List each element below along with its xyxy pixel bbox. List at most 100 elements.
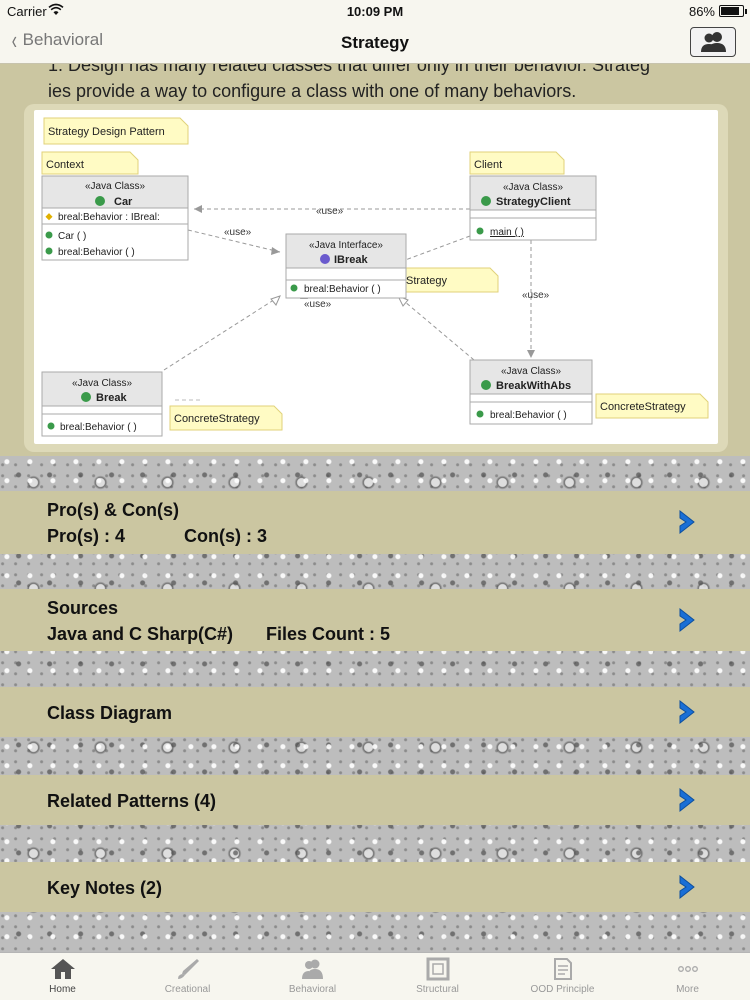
class-box-strategy-client: «Java Class» StrategyClient main ( ) <box>469 175 597 241</box>
tab-label: Creational <box>164 984 211 995</box>
tab-label: More <box>676 984 699 995</box>
chevron-right-icon <box>679 787 695 813</box>
svg-text:breal:Behavior ( ): breal:Behavior ( ) <box>58 247 135 258</box>
back-button[interactable]: ‹ Behavioral <box>10 27 103 53</box>
description-line: ies provide a way to configure a class w… <box>48 81 577 101</box>
svg-text:Car ( ): Car ( ) <box>58 231 86 242</box>
pros-count: Pro(s) : 4 <box>47 526 126 546</box>
interface-icon <box>320 254 330 264</box>
chevron-right-icon <box>679 509 695 535</box>
user-profile-button[interactable] <box>690 27 736 57</box>
method-icon <box>290 284 298 292</box>
tab-ood-principle[interactable]: OOD Principle <box>500 953 625 1000</box>
page-title: Strategy <box>340 33 410 52</box>
svg-text:«Java Class»: «Java Class» <box>72 378 132 389</box>
source-languages: Java and C Sharp(C#) <box>47 624 234 644</box>
class-diagram-image[interactable]: «use» «use» «use» «use» Strategy Design … <box>34 110 718 444</box>
svg-text:«Java Class»: «Java Class» <box>503 182 563 193</box>
tab-more[interactable]: More <box>625 953 750 1000</box>
tab-behavioral[interactable]: Behavioral <box>250 953 375 1000</box>
class-box-ibreak: «Java Interface» IBreak breal:Behavior (… <box>285 233 407 299</box>
svg-text:StrategyClient: StrategyClient <box>496 196 571 208</box>
svg-text:«Java Class»: «Java Class» <box>85 181 145 192</box>
use-label: «use» <box>224 227 252 238</box>
diagram-frame: «use» «use» «use» «use» Strategy Design … <box>24 104 728 452</box>
description-panel: 1. Design has many related classes that … <box>0 55 750 456</box>
svg-text:Break: Break <box>96 392 127 404</box>
house-icon <box>50 959 75 979</box>
more-dots-icon <box>677 966 698 972</box>
uml-diagram: «use» «use» «use» «use» Strategy Design … <box>41 117 709 437</box>
svg-text:IBreak: IBreak <box>334 254 369 266</box>
row-class-diagram[interactable]: Class Diagram <box>0 687 750 737</box>
svg-text:«Java Class»: «Java Class» <box>501 366 561 377</box>
note-concrete-strategy: ConcreteStrategy <box>169 405 283 431</box>
cons-count: Con(s) : 3 <box>184 526 267 546</box>
tab-home[interactable]: Home <box>0 953 125 1000</box>
people-icon <box>701 32 726 52</box>
people-icon <box>301 959 323 979</box>
method-icon <box>476 227 484 235</box>
class-icon <box>481 196 491 206</box>
svg-text:Strategy Design Pattern: Strategy Design Pattern <box>48 126 165 138</box>
svg-text:breal:Behavior ( ): breal:Behavior ( ) <box>490 410 567 421</box>
navigation-bar: ‹ Behavioral Strategy <box>0 22 750 64</box>
tab-label: Behavioral <box>288 984 337 995</box>
row-related-patterns[interactable]: Related Patterns (4) <box>0 775 750 825</box>
chevron-right-icon <box>679 607 695 633</box>
svg-text:«Java Interface»: «Java Interface» <box>309 240 383 251</box>
svg-text:Strategy: Strategy <box>406 275 447 287</box>
back-label: Behavioral <box>22 30 103 49</box>
method-icon <box>45 231 53 239</box>
class-icon <box>81 392 91 402</box>
svg-text:ConcreteStrategy: ConcreteStrategy <box>600 401 686 413</box>
svg-text:Car: Car <box>114 196 133 208</box>
row-title: Key Notes (2) <box>47 878 163 898</box>
status-bar: Carrier 10:09 PM 86% <box>0 0 750 22</box>
tab-label: Structural <box>416 984 459 995</box>
svg-text:breal:Behavior ( ): breal:Behavior ( ) <box>304 284 381 295</box>
svg-text:main ( ): main ( ) <box>490 227 524 238</box>
use-label: «use» <box>522 290 550 301</box>
use-label: «use» <box>316 206 344 217</box>
tab-bar: Home Creational Behavioral Structural <box>0 952 750 1000</box>
class-icon <box>95 196 105 206</box>
arrowhead <box>527 350 535 358</box>
chevron-right-icon <box>679 874 695 900</box>
arrowhead <box>271 247 280 255</box>
note-client: Client <box>469 151 565 175</box>
tab-label: Home <box>49 984 76 995</box>
clock: 10:09 PM <box>346 4 404 19</box>
arrowhead <box>194 205 202 213</box>
class-box-break-with-abs: «Java Class» BreakWithAbs breal:Behavior… <box>469 359 593 425</box>
row-pros-cons[interactable]: Pro(s) & Con(s) Pro(s) : 4 Con(s) : 3 <box>0 491 750 554</box>
note-context: Context <box>41 151 139 175</box>
row-key-notes[interactable]: Key Notes (2) <box>0 862 750 912</box>
note-strategy: Strategy <box>401 267 499 293</box>
tab-creational[interactable]: Creational <box>125 953 250 1000</box>
method-icon <box>45 247 53 255</box>
row-sources[interactable]: Sources Java and C Sharp(C#) Files Count… <box>0 589 750 651</box>
battery-icon <box>719 5 747 17</box>
note-concrete-strategy: ConcreteStrategy <box>595 393 709 419</box>
row-title: Pro(s) & Con(s) <box>47 500 179 520</box>
class-box-car: «Java Class» Car breal:Behavior : IBreal… <box>41 175 189 261</box>
hollow-arrowhead <box>270 295 281 306</box>
chevron-right-icon <box>679 699 695 725</box>
realization-line <box>163 295 281 371</box>
tab-label: OOD Principle <box>530 984 595 995</box>
frame-icon <box>426 957 449 981</box>
svg-text:BreakWithAbs: BreakWithAbs <box>496 380 571 392</box>
class-icon <box>481 380 491 390</box>
row-title: Sources <box>47 598 119 618</box>
svg-text:breal:Behavior ( ): breal:Behavior ( ) <box>60 422 137 433</box>
battery-percent: 86% <box>688 4 715 19</box>
svg-text:Client: Client <box>474 159 502 171</box>
method-icon <box>476 410 484 418</box>
carrier-label: Carrier <box>7 4 47 19</box>
row-title: Class Diagram <box>47 703 173 723</box>
wifi-icon <box>48 3 64 15</box>
field-icon <box>45 213 53 221</box>
tab-structural[interactable]: Structural <box>375 953 500 1000</box>
use-label: «use» <box>304 299 332 310</box>
